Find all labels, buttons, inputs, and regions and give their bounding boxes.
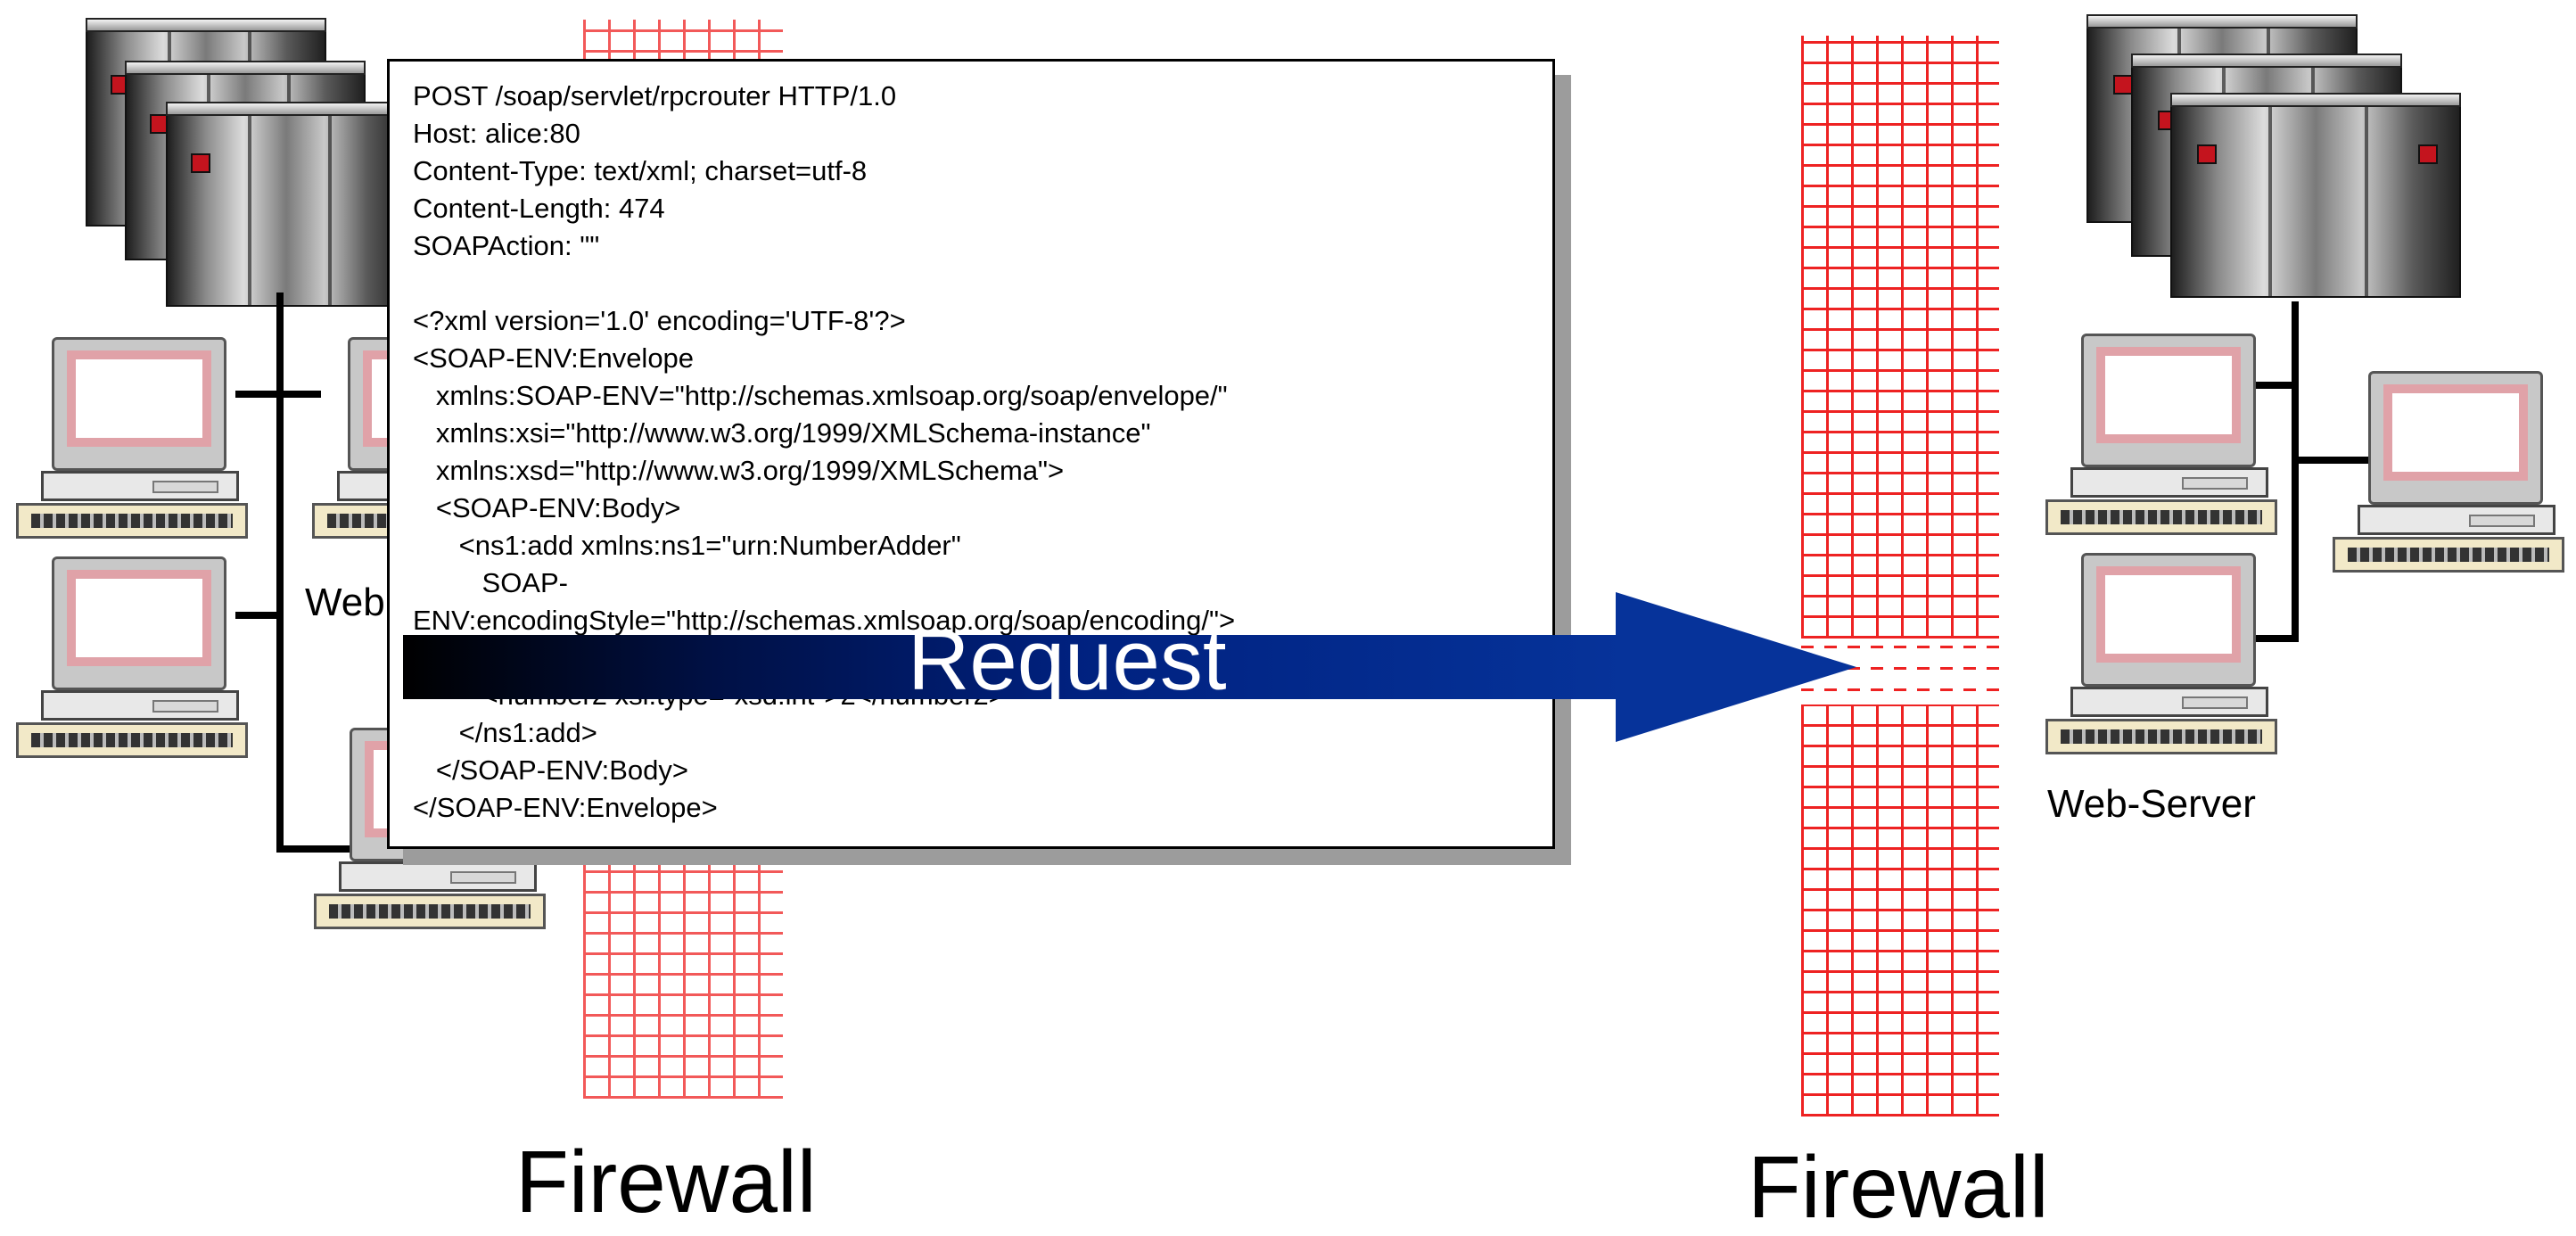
workstation-icon [2045, 553, 2277, 758]
request-arrow-head [1616, 592, 1856, 742]
message-line: <SOAP-ENV:Envelope [413, 342, 695, 374]
message-line: Host: alice:80 [413, 118, 580, 149]
workstation-icon [16, 337, 248, 542]
network-branch-line [235, 612, 282, 619]
network-branch-line [2292, 457, 2384, 464]
message-line: xmlns:xsi="http://www.w3.org/1999/XMLSch… [413, 417, 1151, 449]
network-bus-line [276, 293, 284, 851]
firewall-label-right: Firewall [1748, 1138, 2049, 1236]
message-line: <SOAP-ENV:Body> [413, 492, 681, 523]
message-line: SOAP- [413, 567, 568, 598]
server-icon [166, 102, 407, 307]
firewall-right-gap-line [1801, 646, 1999, 648]
soap-message-box: POST /soap/servlet/rpcrouter HTTP/1.0 Ho… [387, 59, 1555, 849]
web-server-label: Web-Server [2047, 782, 2256, 826]
firewall-right-gap-line [1801, 688, 1999, 691]
network-branch-line [2243, 635, 2297, 642]
workstation-icon [16, 556, 248, 762]
firewall-right-wall-lower [1801, 705, 1999, 1117]
message-line: POST /soap/servlet/rpcrouter HTTP/1.0 [413, 80, 897, 111]
server-icon [2170, 93, 2461, 298]
network-bus-line [2292, 301, 2299, 642]
message-line: xmlns:SOAP-ENV="http://schemas.xmlsoap.o… [413, 380, 1228, 411]
network-branch-line [2243, 382, 2297, 389]
message-line: <?xml version='1.0' encoding='UTF-8'?> [413, 305, 906, 336]
network-branch-line [235, 391, 321, 398]
workstation-icon [2333, 371, 2564, 576]
message-line: </SOAP-ENV:Envelope> [413, 792, 718, 823]
workstation-icon [2045, 334, 2277, 539]
network-branch-line [276, 845, 383, 853]
message-line: SOAPAction: "" [413, 230, 600, 261]
message-line: ENV:encodingStyle="http://schemas.xmlsoa… [413, 605, 1236, 636]
message-line: xmlns:xsd="http://www.w3.org/1999/XMLSch… [413, 455, 1065, 486]
web-server-label-left: Web [305, 581, 385, 624]
message-line: Content-Length: 474 [413, 193, 665, 224]
message-line: Content-Type: text/xml; charset=utf-8 [413, 155, 868, 186]
request-arrow-shaft [403, 635, 1625, 699]
message-line: </SOAP-ENV:Body> [413, 754, 688, 786]
firewall-right-wall-upper [1801, 36, 1999, 639]
request-arrow-label: Request [908, 613, 1227, 708]
message-line: </ns1:add> [413, 717, 597, 748]
message-line: <ns1:add xmlns:ns1="urn:NumberAdder" [413, 530, 961, 561]
firewall-right-gap-line [1801, 667, 1999, 670]
firewall-label-left: Firewall [515, 1133, 817, 1231]
